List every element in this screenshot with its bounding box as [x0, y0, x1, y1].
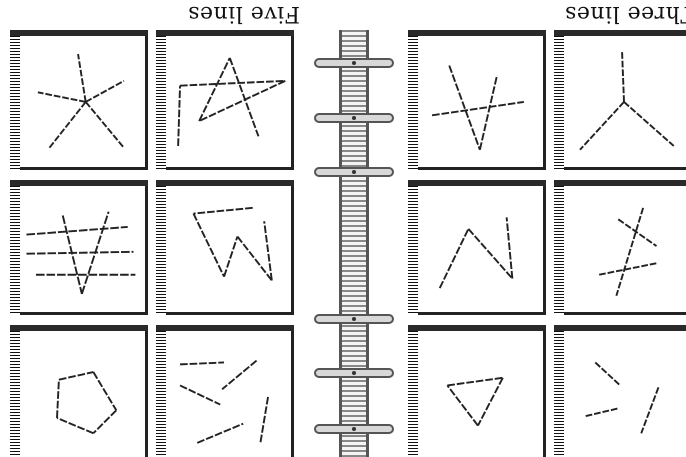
cross-lines-drawing [557, 183, 686, 312]
scattered-lines-drawing [159, 328, 291, 457]
star-lines-card[interactable] [10, 30, 148, 170]
three-lines-card[interactable] [554, 325, 686, 457]
y-shape-drawing [557, 33, 686, 167]
v-crossed-card[interactable] [408, 30, 546, 170]
n-shape-card[interactable] [408, 180, 546, 315]
ring-hole [352, 170, 356, 174]
ring-hole [352, 116, 356, 120]
y-shape-card[interactable] [554, 30, 686, 170]
binder-ring-icon [314, 167, 394, 177]
n-shape-drawing [411, 183, 543, 312]
star-shape-drawing [159, 33, 291, 167]
binder-ring-icon [314, 314, 394, 324]
zigzag-five-drawing [159, 183, 291, 312]
star-lines-drawing [13, 33, 145, 167]
ring-hole [352, 427, 356, 431]
v-with-bars-drawing [13, 183, 145, 312]
ring-hole [352, 61, 356, 65]
binder-ring-icon [314, 368, 394, 378]
pentagon-card[interactable] [10, 325, 148, 457]
star-shape-card[interactable] [156, 30, 294, 170]
triangle-drawing [411, 328, 543, 457]
scattered-lines-card[interactable] [156, 325, 294, 457]
binder-ring-icon [314, 424, 394, 434]
v-crossed-drawing [411, 33, 543, 167]
v-with-bars-card[interactable] [10, 180, 148, 315]
cross-lines-card[interactable] [554, 180, 686, 315]
zigzag-five-card[interactable] [156, 180, 294, 315]
pentagon-drawing [13, 328, 145, 457]
ring-hole [352, 371, 356, 375]
right-page-heading: Three lines [555, 0, 686, 26]
triangle-card[interactable] [408, 325, 546, 457]
ring-hole [352, 317, 356, 321]
binder-ring-icon [314, 113, 394, 123]
binder-ring-icon [314, 58, 394, 68]
spiral-binding-icon [339, 30, 369, 457]
left-page-heading: Five lines [160, 0, 300, 26]
three-lines-drawing [557, 328, 686, 457]
